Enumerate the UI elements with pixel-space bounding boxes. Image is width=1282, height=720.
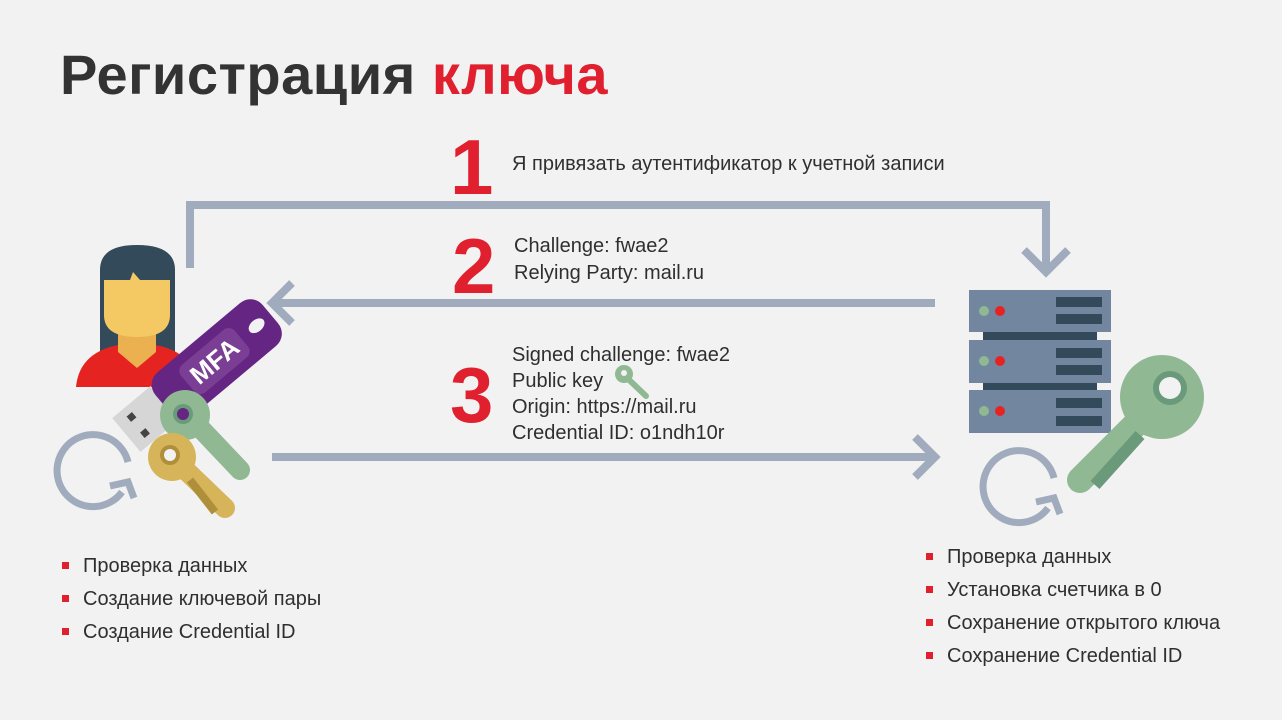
- mfa-usb-key-icon: MFA: [112, 299, 282, 452]
- client-bullet: Создание Credential ID: [62, 616, 321, 649]
- server-bullet: Сохранение Credential ID: [926, 640, 1220, 673]
- stored-public-key-icon: [1067, 355, 1204, 493]
- step-3-line-2: Public key: [512, 370, 604, 392]
- step-3-line-1: Signed challenge: fwae2: [512, 344, 730, 366]
- refresh-icon-server: [979, 447, 1064, 527]
- arrow-step-2: [266, 280, 935, 326]
- step-2-line-1: Challenge: fwae2: [514, 235, 669, 257]
- server-bullet-list: Проверка данных Установка счетчика в 0 С…: [926, 541, 1220, 673]
- title-accent: ключа: [431, 43, 609, 106]
- step-2-number: 2: [452, 222, 496, 310]
- server-icon: [969, 290, 1111, 433]
- private-key-icon: [148, 433, 235, 518]
- client-bullet: Проверка данных: [62, 550, 321, 583]
- client-bullet: Создание ключевой пары: [62, 583, 321, 616]
- server-bullet: Сохранение открытого ключа: [926, 607, 1220, 640]
- step-2-line-2: Relying Party: mail.ru: [514, 262, 705, 284]
- step-3-number: 3: [450, 351, 494, 439]
- step-1-number: 1: [450, 123, 494, 211]
- step-3-line-3: Origin: https://mail.ru: [512, 396, 697, 418]
- server-bullet: Установка счетчика в 0: [926, 574, 1220, 607]
- page-title: Регистрация ключа: [60, 42, 608, 107]
- public-key-inline-icon: [615, 365, 649, 399]
- step-3-line-4: Credential ID: o1ndh10r: [512, 422, 725, 444]
- public-key-icon: [160, 390, 250, 480]
- refresh-icon-client: [53, 431, 138, 511]
- arrow-step-3: [272, 434, 941, 480]
- server-bullet: Проверка данных: [926, 541, 1220, 574]
- user-avatar-icon: [76, 245, 198, 387]
- client-bullet-list: Проверка данных Создание ключевой пары С…: [62, 550, 321, 649]
- arrow-step-1: [186, 201, 1071, 278]
- step-1-text: Я привязать аутентификатор к учетной зап…: [512, 153, 945, 175]
- title-main: Регистрация: [60, 43, 416, 106]
